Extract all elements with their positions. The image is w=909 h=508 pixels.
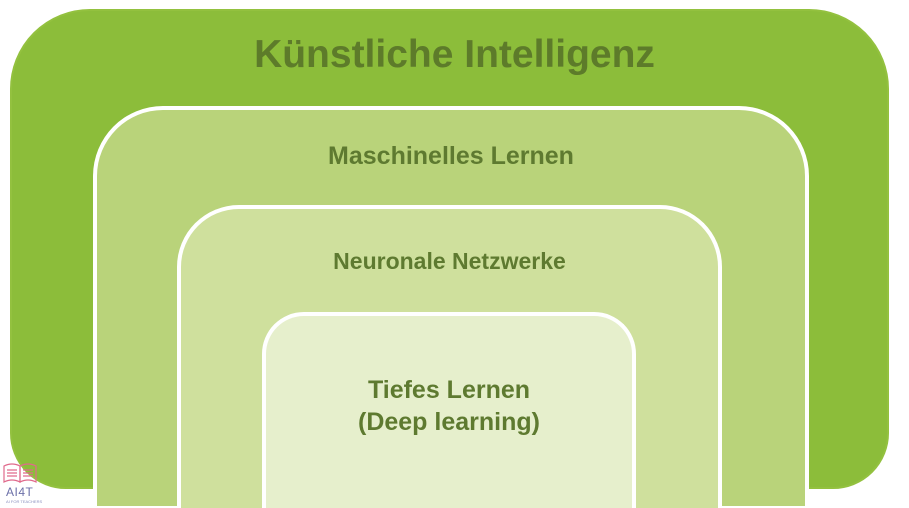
logo-text: AI4T xyxy=(6,485,34,499)
label-maschinelles-lernen: Maschinelles Lernen xyxy=(328,142,574,170)
label-tiefes-lernen-line1: Tiefes Lernen xyxy=(367,376,531,404)
label-neuronale-netzwerke: Neuronale Netzwerke xyxy=(333,248,566,274)
label-tiefes-lernen: Tiefes Lernen (Deep learning) xyxy=(262,374,636,438)
open-book-icon xyxy=(3,463,37,483)
box-tiefes-lernen xyxy=(262,312,636,508)
logo-subtext: AI FOR TEACHERS xyxy=(6,499,43,504)
label-kuenstliche-intelligenz: Künstliche Intelligenz xyxy=(254,33,655,76)
label-tiefes-lernen-line2: (Deep learning) xyxy=(358,408,540,436)
